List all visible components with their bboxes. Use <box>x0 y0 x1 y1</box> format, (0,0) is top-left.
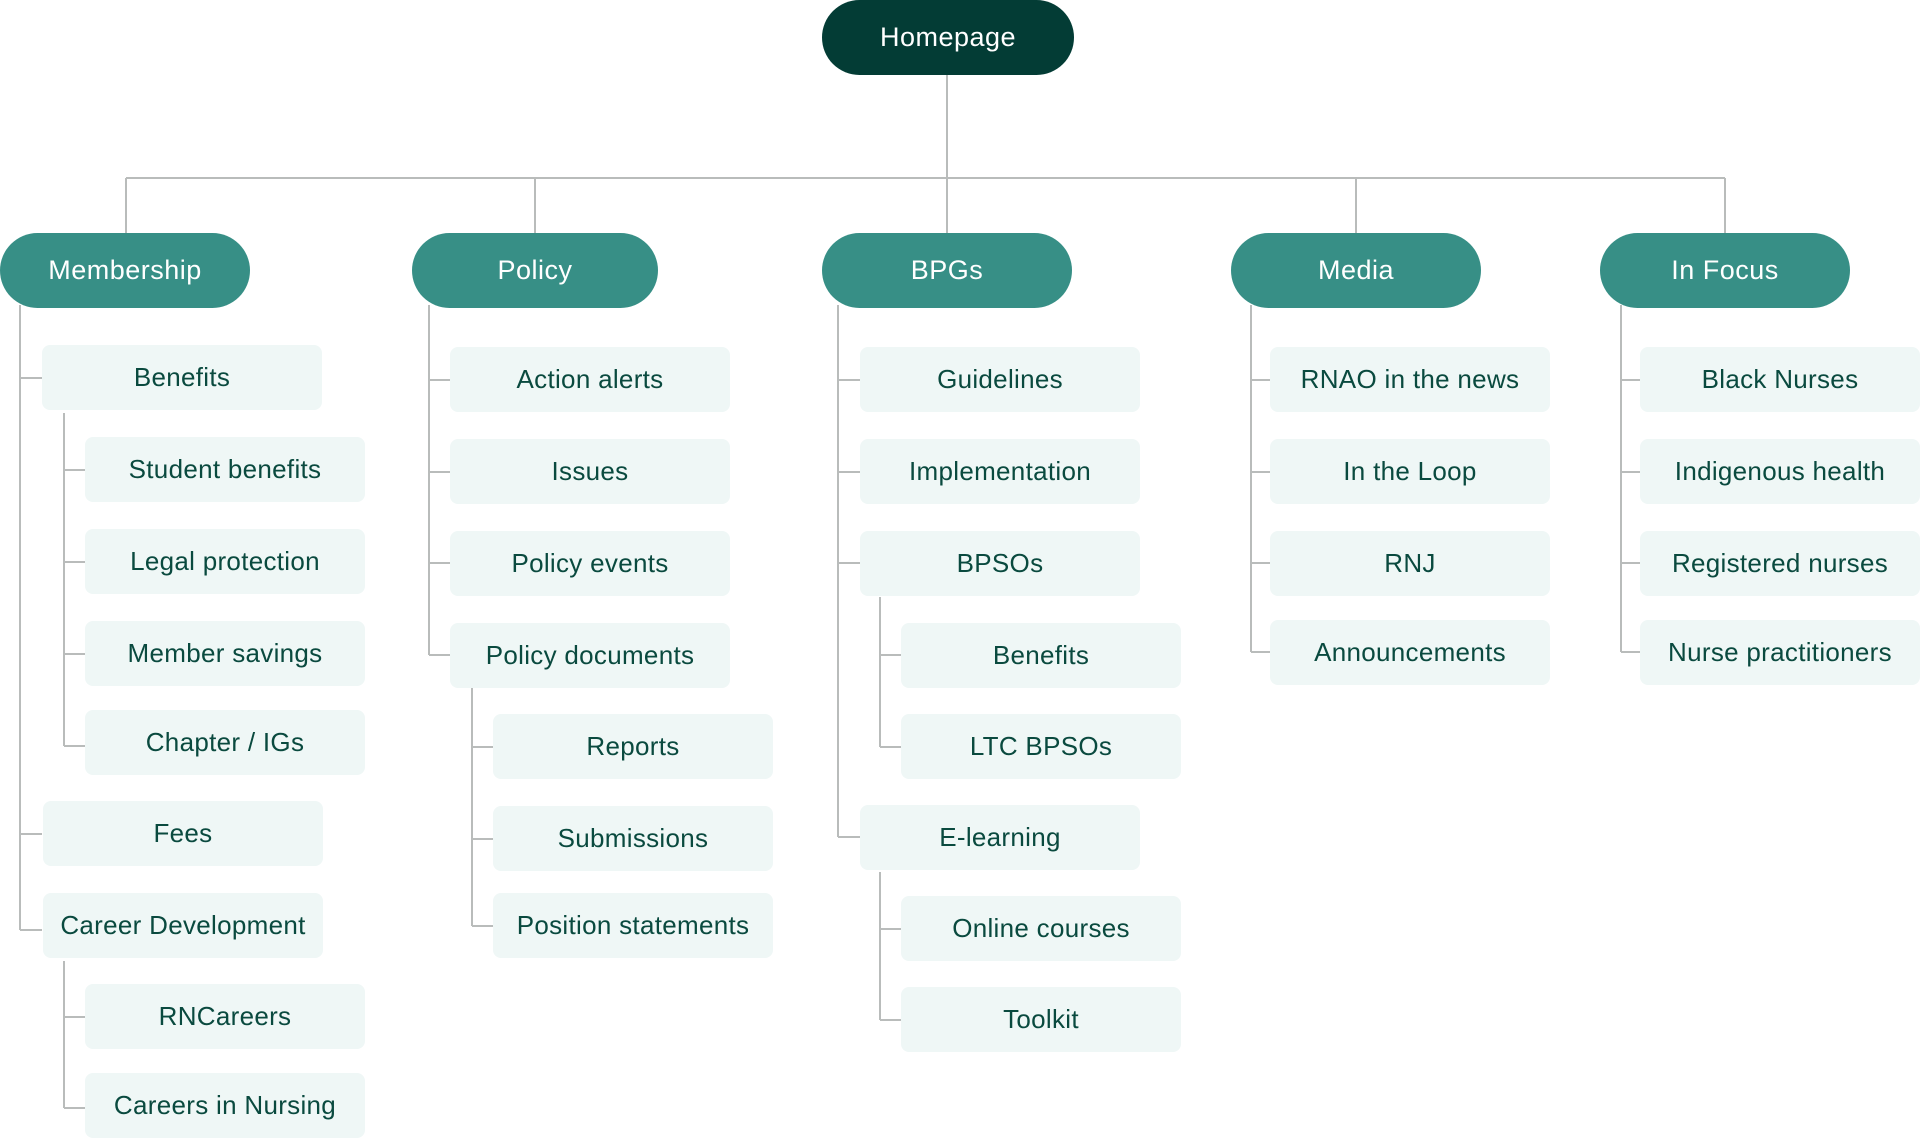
implementation-node[interactable]: Implementation <box>860 439 1140 504</box>
fees-node[interactable]: Fees <box>43 801 323 866</box>
homepage-node[interactable]: Homepage <box>822 0 1074 75</box>
policy-documents-node[interactable]: Policy documents <box>450 623 730 688</box>
in-the-loop-node[interactable]: In the Loop <box>1270 439 1550 504</box>
member-savings-node[interactable]: Member savings <box>85 621 365 686</box>
rnao-in-the-news-node[interactable]: RNAO in the news <box>1270 347 1550 412</box>
position-statements-node[interactable]: Position statements <box>493 893 773 958</box>
e-learning-node[interactable]: E-learning <box>860 805 1140 870</box>
reports-node[interactable]: Reports <box>493 714 773 779</box>
chapter-igs-node[interactable]: Chapter / IGs <box>85 710 365 775</box>
membership-node[interactable]: Membership <box>0 233 250 308</box>
black-nurses-node[interactable]: Black Nurses <box>1640 347 1920 412</box>
ltc-bpsos-node[interactable]: LTC BPSOs <box>901 714 1181 779</box>
issues-node[interactable]: Issues <box>450 439 730 504</box>
rncareers-node[interactable]: RNCareers <box>85 984 365 1049</box>
submissions-node[interactable]: Submissions <box>493 806 773 871</box>
bpsos-node[interactable]: BPSOs <box>860 531 1140 596</box>
toolkit-node[interactable]: Toolkit <box>901 987 1181 1052</box>
guidelines-node[interactable]: Guidelines <box>860 347 1140 412</box>
policy-events-node[interactable]: Policy events <box>450 531 730 596</box>
indigenous-health-node[interactable]: Indigenous health <box>1640 439 1920 504</box>
legal-protection-node[interactable]: Legal protection <box>85 529 365 594</box>
registered-nurses-node[interactable]: Registered nurses <box>1640 531 1920 596</box>
career-development-node[interactable]: Career Development <box>43 893 323 958</box>
student-benefits-node[interactable]: Student benefits <box>85 437 365 502</box>
media-node[interactable]: Media <box>1231 233 1481 308</box>
online-courses-node[interactable]: Online courses <box>901 896 1181 961</box>
rnj-node[interactable]: RNJ <box>1270 531 1550 596</box>
nurse-practitioners-node[interactable]: Nurse practitioners <box>1640 620 1920 685</box>
bpgs-node[interactable]: BPGs <box>822 233 1072 308</box>
action-alerts-node[interactable]: Action alerts <box>450 347 730 412</box>
announcements-node[interactable]: Announcements <box>1270 620 1550 685</box>
in-focus-node[interactable]: In Focus <box>1600 233 1850 308</box>
careers-in-nursing-node[interactable]: Careers in Nursing <box>85 1073 365 1138</box>
membership-benefits-node[interactable]: Benefits <box>42 345 322 410</box>
policy-node[interactable]: Policy <box>412 233 658 308</box>
bpsos-benefits-node[interactable]: Benefits <box>901 623 1181 688</box>
